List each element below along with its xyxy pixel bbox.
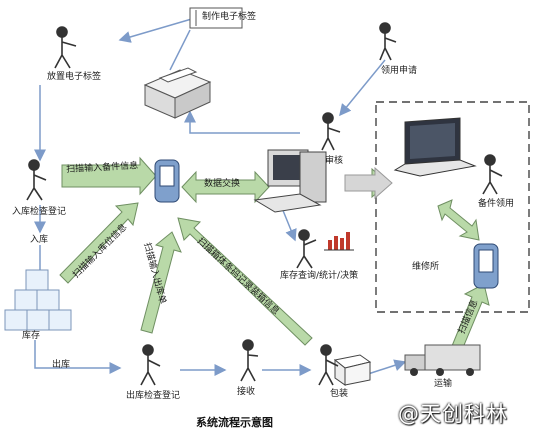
label-warehouse: 库存 [22,331,41,341]
tag-document-icon [189,7,243,29]
arrow-scan-ship [451,283,490,351]
worker-figures [26,22,503,386]
desktop-computer-icon [253,149,327,213]
label-apply: 领用申请 [381,66,418,76]
arrow-to-repair-shop [344,166,393,200]
arrow-scan-in [61,156,157,196]
printer-icon [143,67,212,119]
arrow-laptop-to-phone [437,199,480,241]
label-outbound: 出库 [52,360,71,370]
laptop-icon [393,117,477,177]
arrow-scan-location [59,202,139,284]
worker-check-in [26,159,47,201]
worker-pack [318,344,339,386]
label-make-tag: 制作电子标签 [202,12,257,22]
worker-check-out [140,344,161,386]
line-audit-to-printer [184,110,300,134]
line-printer-to-tag [169,29,191,71]
packed-box-icon [333,354,372,386]
label-check-in: 入库检查登记 [12,207,67,217]
label-place-tag: 放置电子标签 [47,72,102,82]
worker-audit [321,112,341,151]
handheld-scanner-repair [473,243,499,289]
line-apply-to-audit [339,59,386,117]
watermark: @天创科林 [398,402,508,426]
arrow-scan-box [177,217,313,346]
line-pc-to-query [281,207,297,242]
worker-claim [482,154,503,195]
worker-query [296,229,317,269]
arrow-scan-out [140,231,182,334]
flow-lines [34,17,407,376]
line-pack-to-truck [364,359,407,376]
block-arrows [59,156,490,351]
bar-chart-icon [324,232,354,251]
arrow-data-exchange [181,170,270,204]
label-repair-shop: 维修所 [412,262,440,272]
warehouse-boxes-icon [4,269,72,331]
label-receive: 接收 [237,387,256,397]
label-check-out: 出库检查登记 [126,391,181,401]
label-query: 库存查询/统计/决策 [280,271,359,281]
line-make-to-place [118,17,196,43]
label-audit: 审核 [325,156,344,166]
truck-icon [404,344,481,376]
label-transport: 运输 [434,379,453,389]
flow-data-exchange: 数据交换 [204,179,241,189]
label-pack: 包装 [330,389,349,399]
diagram-caption: 系统流程示意图 [196,416,273,429]
worker-place-tag [54,26,77,69]
worker-apply [379,22,397,61]
worker-receive [240,339,259,382]
line-stock-down [34,340,122,374]
label-claim: 备件领用 [478,199,515,209]
label-inbound: 入库 [30,235,49,245]
handheld-scanner-main [154,159,180,203]
